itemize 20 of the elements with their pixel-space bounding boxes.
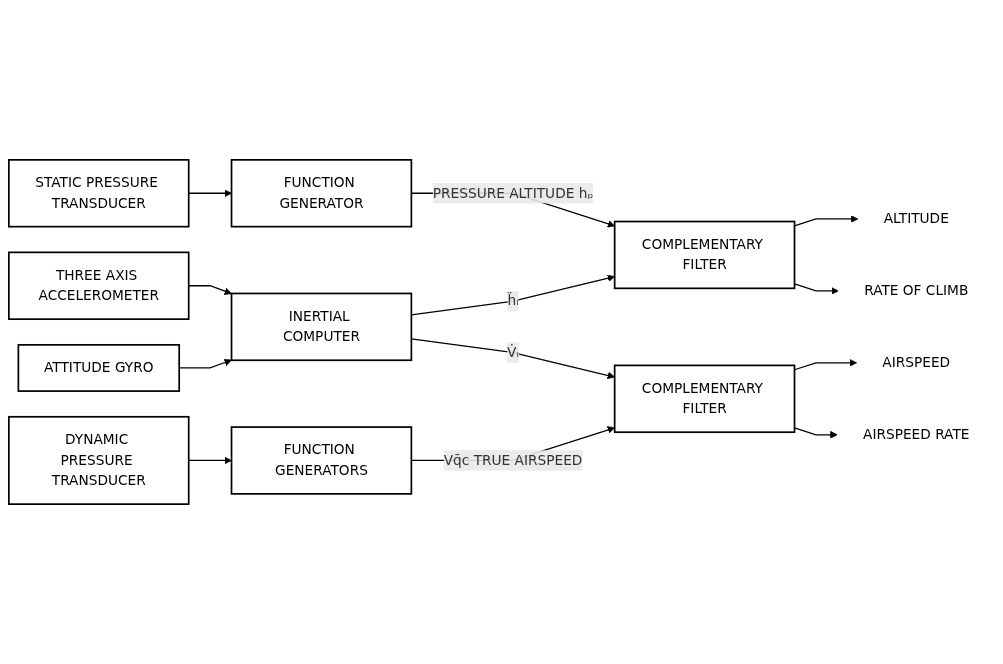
- edge-label: V̇ᵢ: [506, 343, 519, 361]
- node-box: COMPLEMENTARY FILTER: [613, 364, 795, 434]
- node-box: ATTITUDE GYRO: [17, 344, 180, 392]
- node-box: FUNCTION GENERATOR: [230, 159, 412, 228]
- edge-label: Vq̄c TRUE AIRSPEED: [443, 451, 582, 469]
- node-box: FUNCTION GENERATORS: [230, 426, 412, 495]
- node-text: ALTITUDE: [883, 210, 949, 227]
- node-text: RATE OF CLIMB: [863, 282, 968, 299]
- node-box: DYNAMIC PRESSURE TRANSDUCER: [7, 415, 190, 505]
- node-text: AIRSPEED RATE: [862, 426, 969, 443]
- arrow: [178, 358, 232, 369]
- node-text: AIRSPEED: [881, 354, 950, 371]
- arrow: [410, 338, 615, 380]
- edge-label: ḧᵢ: [506, 292, 519, 309]
- node-box: COMPLEMENTARY FILTER: [613, 220, 795, 290]
- edge-label: PRESSURE ALTITUDE hₚ: [432, 184, 593, 201]
- node-box: THREE AXIS ACCELEROMETER: [7, 251, 190, 320]
- node-box: INERTIAL COMPUTER: [230, 292, 412, 362]
- arrow: [410, 274, 615, 316]
- node-box: STATIC PRESSURE TRANSDUCER: [7, 159, 190, 228]
